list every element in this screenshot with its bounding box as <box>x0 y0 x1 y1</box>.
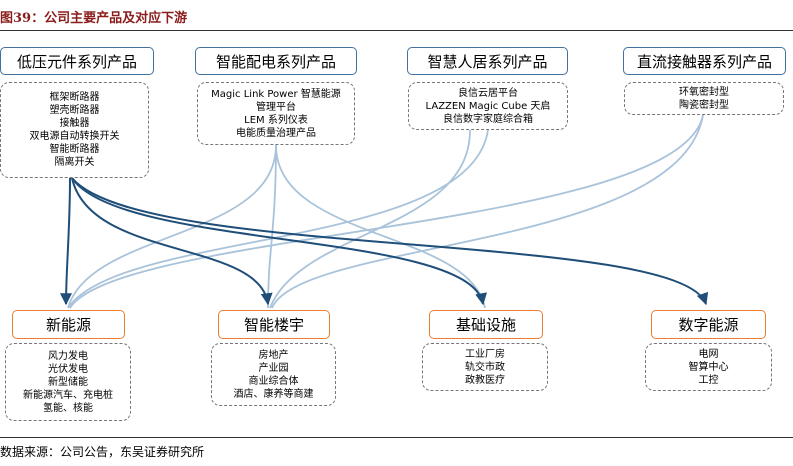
detail-item: 电能质量治理产品 <box>236 127 316 139</box>
detail-item: 风力发电 <box>48 350 88 362</box>
detail-item: 轨交市政 <box>465 361 505 373</box>
link-lowvolt-to-digital <box>71 177 709 306</box>
detail-item: 陶瓷密封型 <box>679 99 729 111</box>
detail-item: 房地产 <box>258 349 289 361</box>
detail-item: 接触器 <box>59 118 90 129</box>
detail-item: 智能断路器 <box>49 144 100 155</box>
detail-item: 管理平台 <box>256 101 296 113</box>
downstream-infra-header: 基础设施 <box>429 310 543 339</box>
top-rule <box>0 30 793 31</box>
product-lowvoltage-details: 框架断路器 塑壳断路器 接触器 双电源自动转换开关 智能断路器 隔离开关 <box>0 82 149 178</box>
detail-item: 政教医疗 <box>465 374 505 386</box>
link-smartdist-to-newenergy <box>67 144 277 309</box>
detail-item: 良信云居平台 <box>458 87 518 99</box>
downstream-newenergy-header: 新能源 <box>12 310 125 339</box>
link-lowvolt-to-newenergy <box>60 177 73 306</box>
detail-item: 双电源自动转换开关 <box>29 131 120 142</box>
product-smartdist-header: 智能配电系列产品 <box>195 47 357 75</box>
product-smarthome-details: 良信云居平台 LAZZEN Magic Cube 天启 良信数字家庭综合箱 <box>408 82 568 130</box>
detail-item: 智算中心 <box>688 361 729 373</box>
detail-item: LEM 系列仪表 <box>244 114 308 126</box>
detail-item: 商业综合体 <box>248 375 299 387</box>
detail-item: 工控 <box>698 374 719 386</box>
detail-item: 工业厂房 <box>465 348 505 360</box>
detail-item: 氢能、核能 <box>43 402 93 414</box>
product-lowvoltage-header: 低压元件系列产品 <box>0 47 154 75</box>
detail-item: 新能源汽车、充电桩 <box>23 389 113 401</box>
detail-item: 产业园 <box>258 362 289 374</box>
detail-item: 隔离开关 <box>54 157 95 168</box>
link-dc-to-building <box>271 114 704 309</box>
detail-item: Magic Link Power 智慧能源 <box>211 88 341 100</box>
detail-item: 酒店、康养等商建 <box>233 388 314 400</box>
downstream-digital-header: 数字能源 <box>651 310 766 339</box>
link-smartdist-to-infra <box>275 144 486 309</box>
figure-source: 数据来源：公司公告，东吴证券研究所 <box>0 445 205 459</box>
link-lowvolt-to-building <box>71 177 273 306</box>
detail-item: LAZZEN Magic Cube 天启 <box>425 100 551 112</box>
downstream-infra-details: 工业厂房 轨交市政 政教医疗 <box>422 343 548 391</box>
link-smartdist-to-building <box>267 144 277 309</box>
downstream-newenergy-details: 风力发电 光伏发电 新型储能 新能源汽车、充电桩 氢能、核能 <box>5 343 131 421</box>
downstream-building-details: 房地产 产业园 商业综合体 酒店、康养等商建 <box>211 343 336 406</box>
downstream-building-header: 智能楼宇 <box>218 310 330 339</box>
figure-title: 图39：公司主要产品及对应下游 <box>0 11 188 26</box>
detail-item: 新型储能 <box>48 376 88 388</box>
product-smarthome-header: 智慧人居系列产品 <box>407 47 568 75</box>
link-dc-to-newenergy <box>69 114 704 309</box>
downstream-digital-details: 电网 智算中心 工控 <box>645 343 772 391</box>
detail-item: 光伏发电 <box>48 363 88 375</box>
product-dccontactor-header: 直流接触器系列产品 <box>623 47 786 75</box>
bottom-rule <box>0 437 793 438</box>
detail-item: 良信数字家庭综合箱 <box>443 113 533 125</box>
product-dccontactor-details: 环氧密封型 陶瓷密封型 <box>624 82 784 115</box>
detail-item: 电网 <box>698 348 719 360</box>
detail-item: 框架断路器 <box>49 92 100 103</box>
product-smartdist-details: Magic Link Power 智慧能源 管理平台 LEM 系列仪表 电能质量… <box>197 82 355 145</box>
link-lowvolt-to-infra <box>71 177 487 306</box>
detail-item: 环氧密封型 <box>679 86 729 98</box>
detail-item: 塑壳断路器 <box>49 105 100 116</box>
